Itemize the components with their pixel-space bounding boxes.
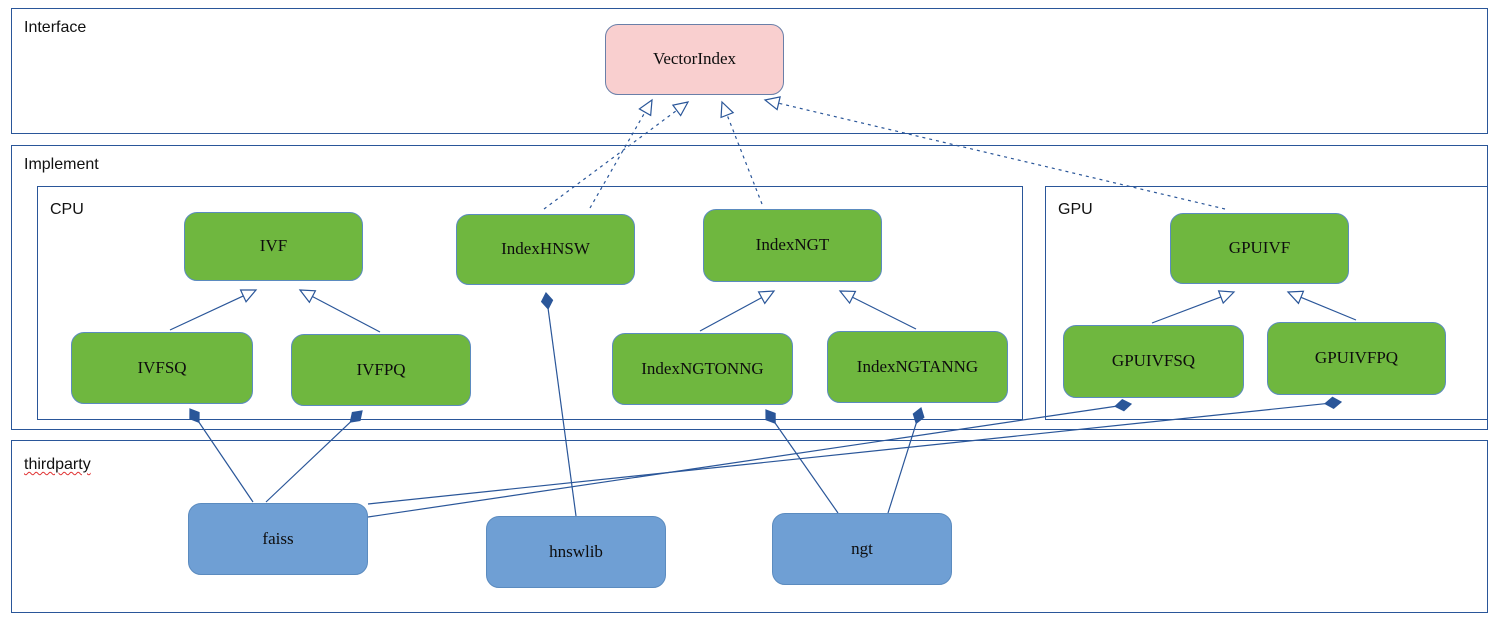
node-vectorindex[interactable]: VectorIndex	[605, 24, 784, 95]
container-label-thirdparty: thirdparty	[24, 456, 91, 473]
node-indexhnsw[interactable]: IndexHNSW	[456, 214, 635, 285]
node-gpuivfsq[interactable]: GPUIVFSQ	[1063, 325, 1244, 398]
node-ivfsq[interactable]: IVFSQ	[71, 332, 253, 404]
container-label-implement: Implement	[24, 156, 99, 173]
node-gpuivfpq[interactable]: GPUIVFPQ	[1267, 322, 1446, 395]
container-label-gpu: GPU	[1058, 201, 1093, 218]
node-indexngtonng[interactable]: IndexNGTONNG	[612, 333, 793, 405]
node-ivf[interactable]: IVF	[184, 212, 363, 281]
node-gpuivf[interactable]: GPUIVF	[1170, 213, 1349, 284]
node-faiss[interactable]: faiss	[188, 503, 368, 575]
node-indexngt[interactable]: IndexNGT	[703, 209, 882, 282]
node-indexngtanng[interactable]: IndexNGTANNG	[827, 331, 1008, 403]
container-label-cpu: CPU	[50, 201, 84, 218]
node-ngt[interactable]: ngt	[772, 513, 952, 585]
container-label-interface: Interface	[24, 19, 87, 36]
node-hnswlib[interactable]: hnswlib	[486, 516, 666, 588]
node-ivfpq[interactable]: IVFPQ	[291, 334, 471, 406]
